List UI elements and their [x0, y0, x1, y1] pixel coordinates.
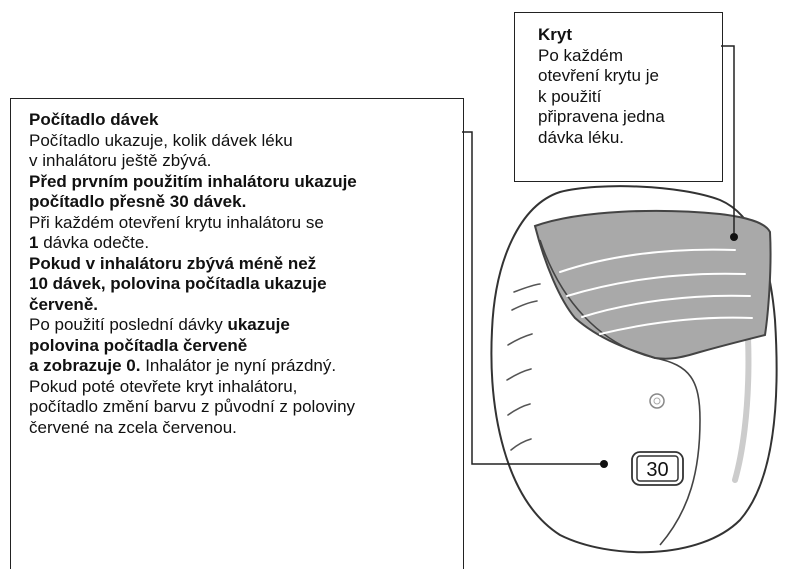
cover-callout-line: dávka léku.	[538, 127, 624, 147]
cover-pointer-dot	[730, 233, 738, 241]
dose-counter-callout-title: Počítadlo dávek	[29, 110, 159, 129]
dose-counter-callout-line: 10 dávek, polovina počítadla ukazuje	[29, 274, 357, 295]
dose-counter-callout-segment: a zobrazuje 0.	[29, 356, 141, 375]
dose-counter-callout-segment: Po použití poslední dávky	[29, 315, 228, 334]
cover-leader-line	[721, 45, 735, 233]
dose-counter-leader-line	[462, 131, 604, 465]
dose-counter-callout-segment: v inhalátoru ještě zbývá.	[29, 151, 212, 170]
cover-seam	[539, 239, 701, 546]
dose-counter-callout-box	[10, 98, 464, 569]
dose-counter-callout-text: Počítadlo dávek Počítadlo ukazuje, kolik…	[29, 110, 357, 438]
dose-counter-value: 30	[646, 459, 668, 481]
cover-callout-text: Kryt Po každém otevření krytu je k použi…	[538, 25, 665, 148]
dose-counter-callout-line: Počítadlo ukazuje, kolik dávek léku	[29, 131, 357, 152]
cover-callout-title: Kryt	[538, 25, 573, 44]
dose-counter-callout-segment: Před prvním použitím inhalátoru ukazuje	[29, 171, 357, 191]
dose-counter-callout-line: 1 dávka odečte.	[29, 233, 357, 254]
dose-counter-callout-segment: červené na zcela červenou.	[29, 417, 237, 437]
dose-counter-callout-line: červené na zcela červenou.	[29, 418, 357, 439]
dose-counter-callout-segment: Při každém otevření krytu inhalátoru se	[29, 212, 324, 232]
dose-counter-callout-segment: 1	[29, 233, 39, 252]
dose-counter-callout-line: Po použití poslední dávky ukazuje	[29, 315, 357, 336]
dose-counter-callout-segment: počítadlo přesně 30 dávek.	[29, 192, 247, 211]
dose-counter-callout-segment: počítadlo změní barvu z původní z polovi…	[29, 397, 356, 416]
dose-counter-callout-segment: Inhalátor je nyní prázdný.	[140, 356, 337, 375]
cover-callout-line: otevření krytu je	[538, 66, 659, 85]
dose-counter-callout-line: Pokud v inhalátoru zbývá méně než	[29, 254, 357, 275]
dose-counter-pointer-dot	[600, 460, 608, 468]
dose-counter-callout-line: v inhalátoru ještě zbývá.	[29, 151, 357, 172]
dose-counter-callout-segment: Počítadlo ukazuje, kolik dávek léku	[29, 130, 293, 150]
dose-counter-callout-line: Před prvním použitím inhalátoru ukazuje	[29, 172, 357, 193]
dose-counter-callout-segment: ukazuje	[227, 315, 290, 334]
dose-counter-callout-segment: dávka odečte.	[38, 233, 150, 252]
cover-callout-box	[514, 12, 723, 182]
dose-counter-callout-segment: polovina počítadla červeně	[29, 335, 248, 355]
dose-counter-callout-segment: Pokud poté otevřete kryt inhalátoru,	[29, 376, 298, 396]
dose-counter-callout-line: počítadlo přesně 30 dávek.	[29, 192, 357, 213]
cover-grooves	[559, 248, 753, 335]
dose-counter-callout-line: červeně.	[29, 295, 357, 316]
dose-counter-callout-line: Při každém otevření krytu inhalátoru se	[29, 213, 357, 234]
dose-counter-callout-segment: 10 dávek, polovina počítadla ukazuje	[29, 274, 327, 293]
dose-counter-callout-segment: červeně.	[29, 294, 98, 314]
inhaler-cover	[533, 209, 772, 360]
dose-counter-callout-segment: Pokud v inhalátoru zbývá méně než	[29, 253, 317, 273]
dose-counter-callout-line: polovina počítadla červeně	[29, 336, 357, 357]
cover-callout-line: Po každém	[538, 45, 624, 65]
indicator-button	[649, 393, 665, 409]
cover-callout-line: připravena jedna	[538, 107, 665, 126]
cover-callout-line: k použití	[538, 86, 602, 106]
grip-ridges	[506, 283, 541, 451]
dose-counter-callout-line: Pokud poté otevřete kryt inhalátoru,	[29, 377, 357, 398]
dose-counter-callout-line: a zobrazuje 0. Inhalátor je nyní prázdný…	[29, 356, 357, 377]
dose-counter-callout-line: počítadlo změní barvu z původní z polovi…	[29, 397, 357, 418]
